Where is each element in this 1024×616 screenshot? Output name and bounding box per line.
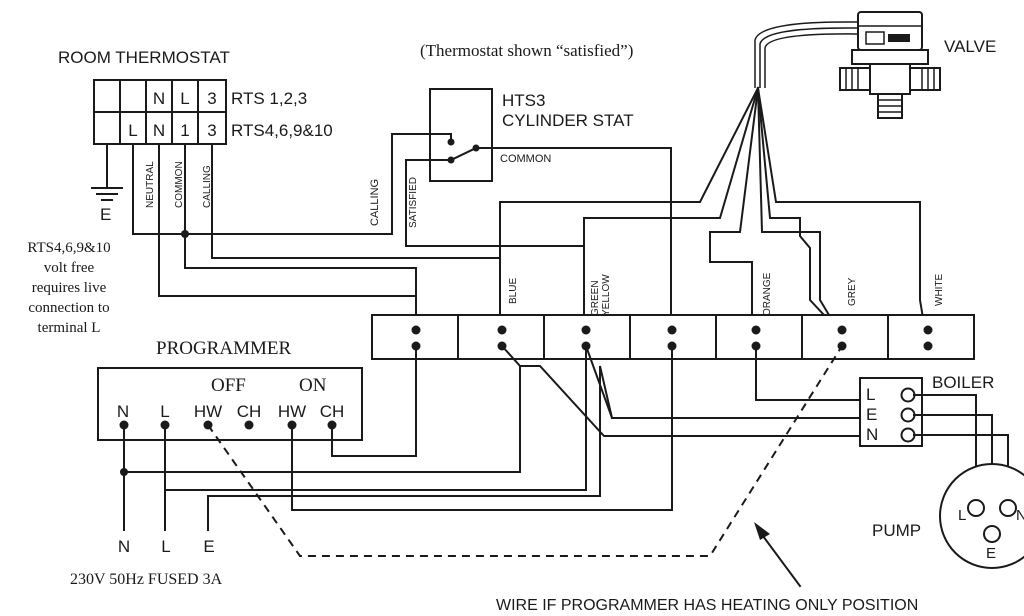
- pump-label: PUMP: [872, 521, 921, 540]
- programmer-terminal-label: CH: [320, 402, 345, 421]
- room-thermostat-title: ROOM THERMOSTAT: [58, 48, 230, 67]
- programmer-terminal-label: N: [117, 402, 129, 421]
- orange-wire-label: ORANGE: [762, 272, 773, 316]
- supply-terminal-label: N: [118, 537, 130, 556]
- cylinder-satisfied-label: SATISFIED: [408, 177, 419, 228]
- cylinder-stat-title: CYLINDER STAT: [502, 111, 634, 130]
- programmer-title: PROGRAMMER: [156, 338, 291, 359]
- satisfied-note: (Thermostat shown “satisfied”): [420, 41, 633, 60]
- blue-wire-label: BLUE: [508, 278, 519, 304]
- pump: L N E PUMP: [872, 463, 1024, 569]
- switch-contact: [449, 146, 478, 162]
- supply-terminal-label: E: [203, 537, 214, 556]
- programmer-on-label: ON: [299, 375, 327, 396]
- heating-only-note-text: WIRE IF PROGRAMMER HAS HEATING ONLY POSI…: [496, 597, 918, 614]
- programmer-terminal-label: L: [160, 402, 169, 421]
- programmer-box: [97, 367, 363, 441]
- svg-text:RTS4,6,9&10: RTS4,6,9&10: [27, 240, 110, 256]
- thermostat-row2-cell: N: [153, 121, 165, 140]
- neutral-wire-label: NEUTRAL: [145, 161, 156, 208]
- white-wire-label: WHITE: [934, 273, 945, 306]
- pump-terminal-label: N: [1016, 507, 1024, 524]
- room-thermostat: ROOM THERMOSTAT N L 3 L N 1 3 RTS 1,2,3 …: [27, 48, 332, 336]
- programmer-off-label: OFF: [211, 375, 246, 396]
- thermostat-row1-label: RTS 1,2,3: [231, 89, 307, 108]
- cylinder-common-label: COMMON: [500, 153, 551, 165]
- boiler-terminal-label: E: [866, 405, 877, 424]
- cylinder-stat: (Thermostat shown “satisfied”) HTS3 CYLI…: [369, 41, 634, 228]
- svg-text:connection to: connection to: [28, 300, 109, 316]
- svg-text:volt free: volt free: [44, 260, 95, 276]
- boiler-terminal-label: N: [866, 425, 878, 444]
- programmer-terminal-label: CH: [237, 402, 262, 421]
- volt-free-note: RTS4,6,9&10 volt free requires live conn…: [27, 240, 110, 336]
- yellow-wire-label: YELLOW: [601, 274, 612, 316]
- valve-icon: [839, 11, 941, 119]
- svg-text:requires live: requires live: [32, 280, 107, 296]
- boiler: BOILER L E N: [859, 373, 1009, 553]
- supply-rating: 230V 50Hz FUSED 3A: [70, 571, 223, 588]
- programmer-terminal-label: HW: [278, 402, 306, 421]
- calling-wire-label: CALLING: [202, 165, 213, 208]
- cylinder-calling-label: CALLING: [369, 179, 381, 226]
- programmer: PROGRAMMER OFF ON N L HW CH HW CH: [97, 338, 363, 441]
- heating-only-link-wire: [207, 345, 843, 557]
- boiler-terminal-label: L: [866, 385, 875, 404]
- svg-text:terminal L: terminal L: [38, 320, 101, 336]
- programmer-terminal-label: HW: [194, 402, 222, 421]
- thermostat-row1-cell: 3: [207, 89, 216, 108]
- pump-terminal-label: L: [958, 507, 966, 524]
- control-wiring: [132, 133, 672, 331]
- thermostat-row2-cell: L: [128, 121, 137, 140]
- pump-terminal-label: E: [986, 545, 996, 562]
- supply-terminal-label: L: [161, 537, 170, 556]
- thermostat-row2-cell: 3: [207, 121, 216, 140]
- mains-wiring: [120, 344, 873, 557]
- heating-only-note: WIRE IF PROGRAMMER HAS HEATING ONLY POSI…: [496, 522, 918, 614]
- common-wire-label: COMMON: [174, 161, 185, 208]
- arrow-head-icon: [754, 522, 770, 540]
- earth-label: E: [100, 205, 111, 224]
- valve: VALVE BLUE GREEN YELLOW ORANGE GREY WHIT…: [499, 11, 996, 332]
- thermostat-row1-cell: L: [180, 89, 189, 108]
- mains-supply: N L E 230V 50Hz FUSED 3A: [70, 537, 223, 588]
- boiler-label: BOILER: [932, 373, 994, 392]
- valve-label: VALVE: [944, 37, 996, 56]
- thermostat-row2-cell: 1: [180, 121, 189, 140]
- green-wire-label: GREEN: [590, 280, 601, 316]
- thermostat-row2-label: RTS4,6,9&10: [231, 121, 333, 140]
- thermostat-row1-cell: N: [153, 89, 165, 108]
- cylinder-stat-model: HTS3: [502, 91, 545, 110]
- pump-icon: [939, 463, 1024, 569]
- note-arrow: [758, 530, 802, 588]
- grey-wire-label: GREY: [847, 277, 858, 306]
- earth-icon: [91, 187, 123, 201]
